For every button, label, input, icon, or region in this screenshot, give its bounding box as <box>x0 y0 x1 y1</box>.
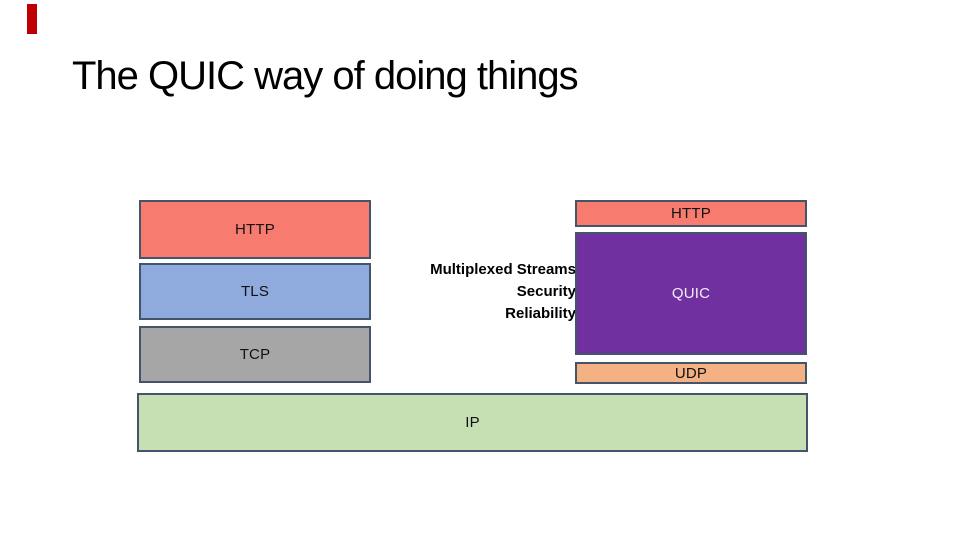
box-tcp: TCP <box>139 326 371 383</box>
accent-bar <box>27 4 37 34</box>
annotation-line-reliability: Reliability <box>505 305 576 322</box>
box-label-quic: QUIC <box>671 285 711 302</box>
box-quic: QUIC <box>575 232 807 355</box>
box-http-quic: HTTP <box>575 200 807 227</box>
box-label-ip: IP <box>465 414 480 431</box>
box-tls: TLS <box>139 263 371 320</box>
box-label-tls: TLS <box>240 283 270 300</box>
box-label-http-classic: HTTP <box>235 221 275 238</box>
box-label-http-quic: HTTP <box>671 205 711 222</box>
slide-title: The QUIC way of doing things <box>72 54 579 98</box>
box-label-udp: UDP <box>674 364 708 382</box>
box-http-classic: HTTP <box>139 200 371 259</box>
quic-features-annotation: Multiplexed Streams Security Reliability <box>430 259 576 325</box>
box-udp: UDP <box>575 362 807 384</box>
annotation-line-security: Security <box>516 283 576 300</box>
box-ip: IP <box>137 393 808 452</box>
annotation-line-multiplexed-streams: Multiplexed Streams <box>430 261 576 278</box>
box-label-tcp: TCP <box>239 346 271 363</box>
